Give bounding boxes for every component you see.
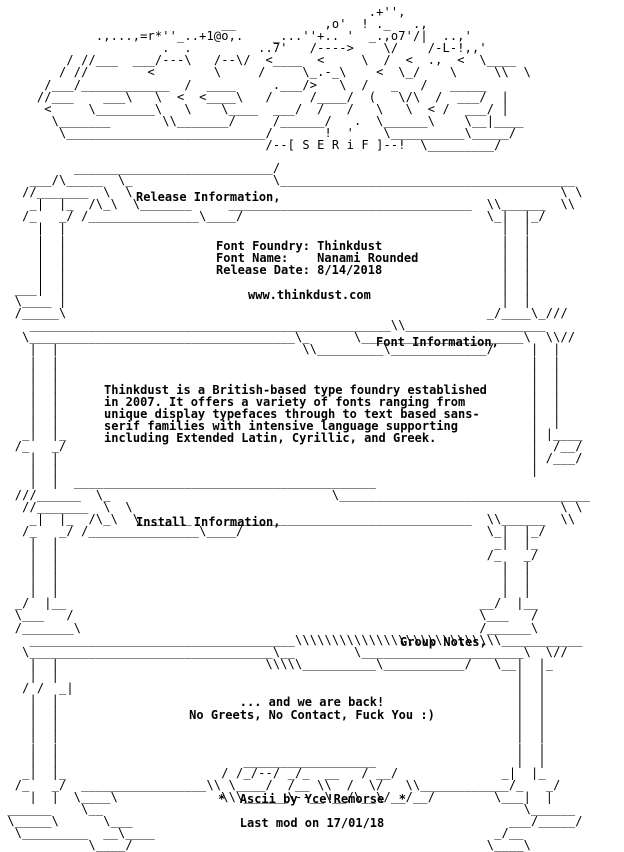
section-title-font: Font Information, <box>376 335 499 349</box>
section-title-group: Group Notes, <box>400 635 487 649</box>
section-title-release: Release Information, <box>136 190 281 204</box>
last-modified: Last mod on 17/01/18 <box>239 816 385 830</box>
website-url: www.thinkdust.com <box>248 288 371 302</box>
group-note-line-1: ... and we are back! <box>239 695 385 709</box>
font-foundry: Font Foundry: Thinkdust <box>216 239 383 253</box>
font-description: Thinkdust is a British-based type foundr… <box>104 383 487 446</box>
release-date: Release Date: 8/14/2018 <box>216 263 383 277</box>
group-note-line-2: No Greets, No Contact, Fuck You :) <box>189 708 435 722</box>
ascii-credit: * Ascii by Yce!Remorse * <box>218 792 406 806</box>
font-name: Font Name: Nanami Rounded <box>216 251 419 265</box>
section-title-install: Install Information, <box>136 515 281 529</box>
